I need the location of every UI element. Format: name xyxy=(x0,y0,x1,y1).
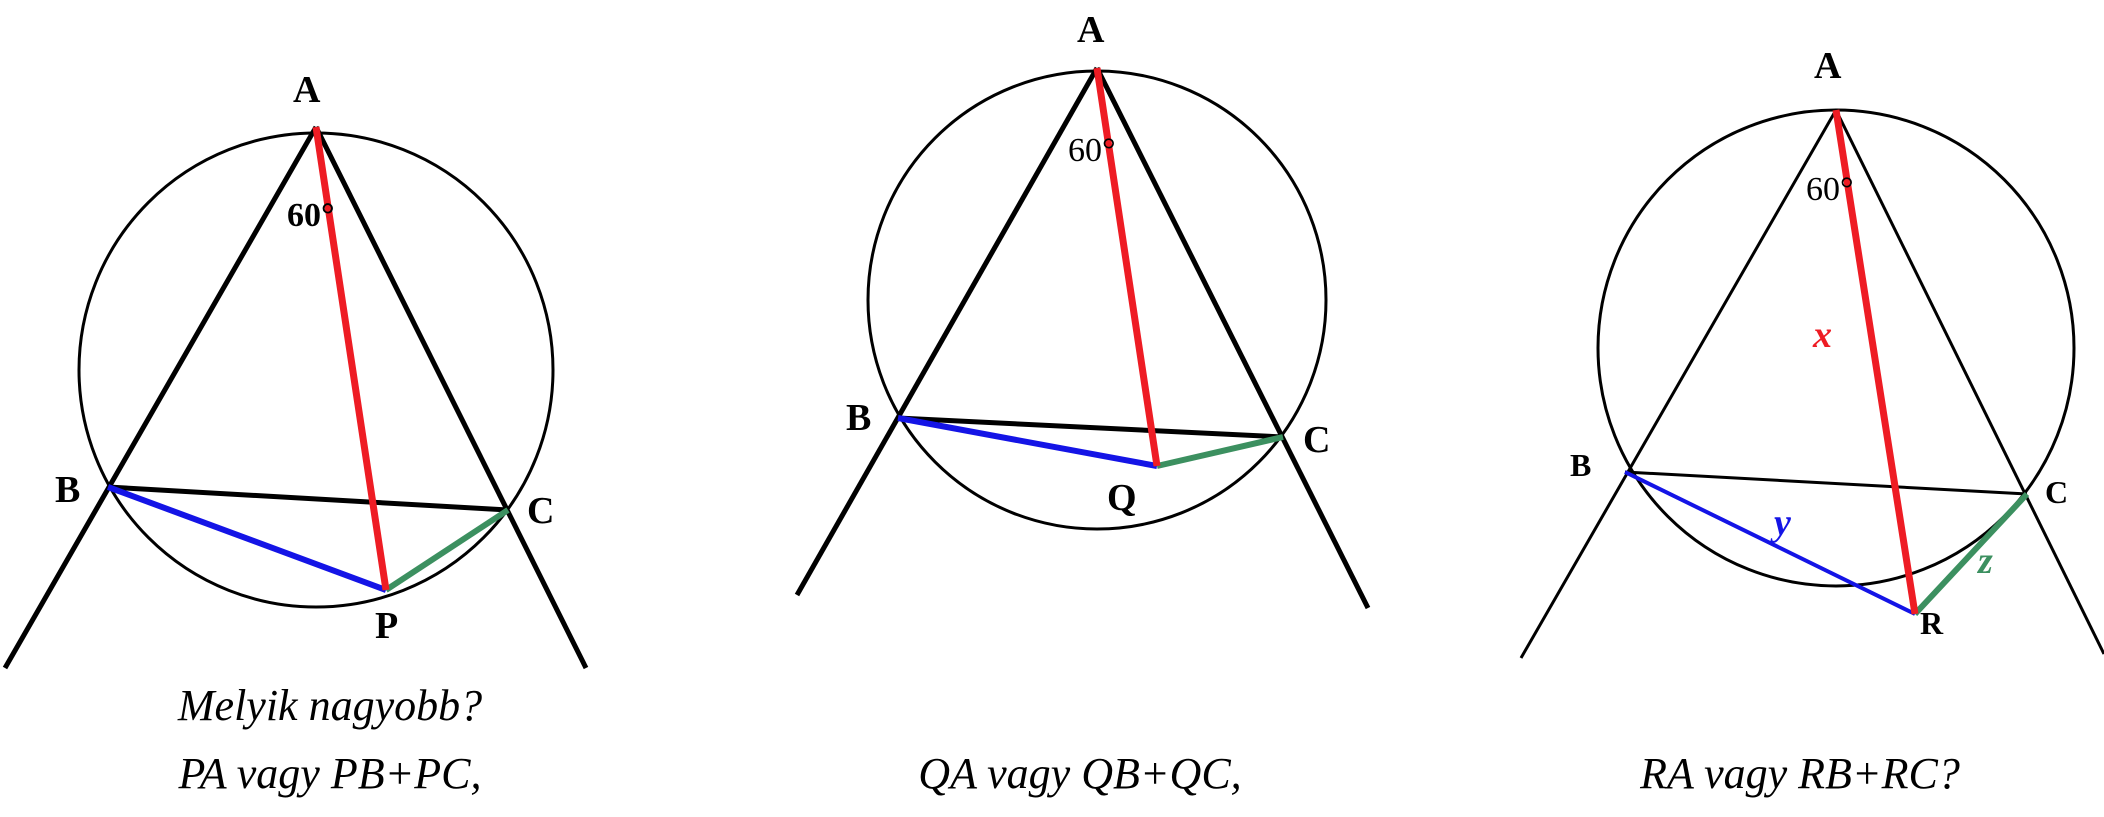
label-c: C xyxy=(2045,474,2068,510)
side-ac-r xyxy=(1834,109,2104,655)
segment-qc xyxy=(1156,434,1284,469)
segment-rb xyxy=(1624,470,1916,616)
caption-r: RA vagy RB+RC? xyxy=(1640,749,1960,798)
segment-qb xyxy=(897,415,1158,469)
side-ab-p xyxy=(2,125,319,670)
side-bc-q xyxy=(897,415,1284,440)
label-a: A xyxy=(1814,45,1842,87)
label-c: C xyxy=(527,490,554,532)
segment-ra xyxy=(1832,109,1919,615)
label-b: B xyxy=(846,397,871,439)
label-b: B xyxy=(1570,447,1591,483)
side-ab-r xyxy=(1519,109,1838,659)
side-bc-r xyxy=(1624,470,2028,496)
side-ac-p xyxy=(313,125,589,670)
figure-q: A B C Q 60° xyxy=(794,9,1371,610)
caption-p: PA vagy PB+PC, xyxy=(178,749,482,798)
var-x: x xyxy=(1812,314,1832,356)
label-r: R xyxy=(1920,605,1944,641)
side-ab-q xyxy=(794,66,1100,597)
label-a: A xyxy=(293,69,321,111)
label-a: A xyxy=(1077,9,1105,51)
figure-r: A B C R 60° x y z xyxy=(1519,45,2104,659)
caption-question: Melyik nagyobb? xyxy=(177,681,483,730)
var-y: y xyxy=(1770,502,1791,544)
caption-q: QA vagy QB+QC, xyxy=(918,749,1242,798)
label-c: C xyxy=(1303,419,1330,461)
angle-a: 60° xyxy=(287,197,335,234)
side-ac-q xyxy=(1094,66,1371,610)
label-b: B xyxy=(55,469,80,511)
segment-rc xyxy=(1912,491,2030,617)
segment-qa xyxy=(1093,67,1161,467)
angle-a: 60° xyxy=(1068,132,1116,169)
side-bc-p xyxy=(107,484,509,513)
label-p: P xyxy=(375,605,398,647)
angle-a: 60° xyxy=(1806,171,1854,208)
label-q: Q xyxy=(1107,477,1137,519)
segment-pb xyxy=(106,484,388,593)
segment-pc xyxy=(384,507,510,593)
figure-p: A B C P 60° xyxy=(2,69,589,670)
segment-pa xyxy=(312,126,390,591)
var-z: z xyxy=(1976,540,1993,582)
